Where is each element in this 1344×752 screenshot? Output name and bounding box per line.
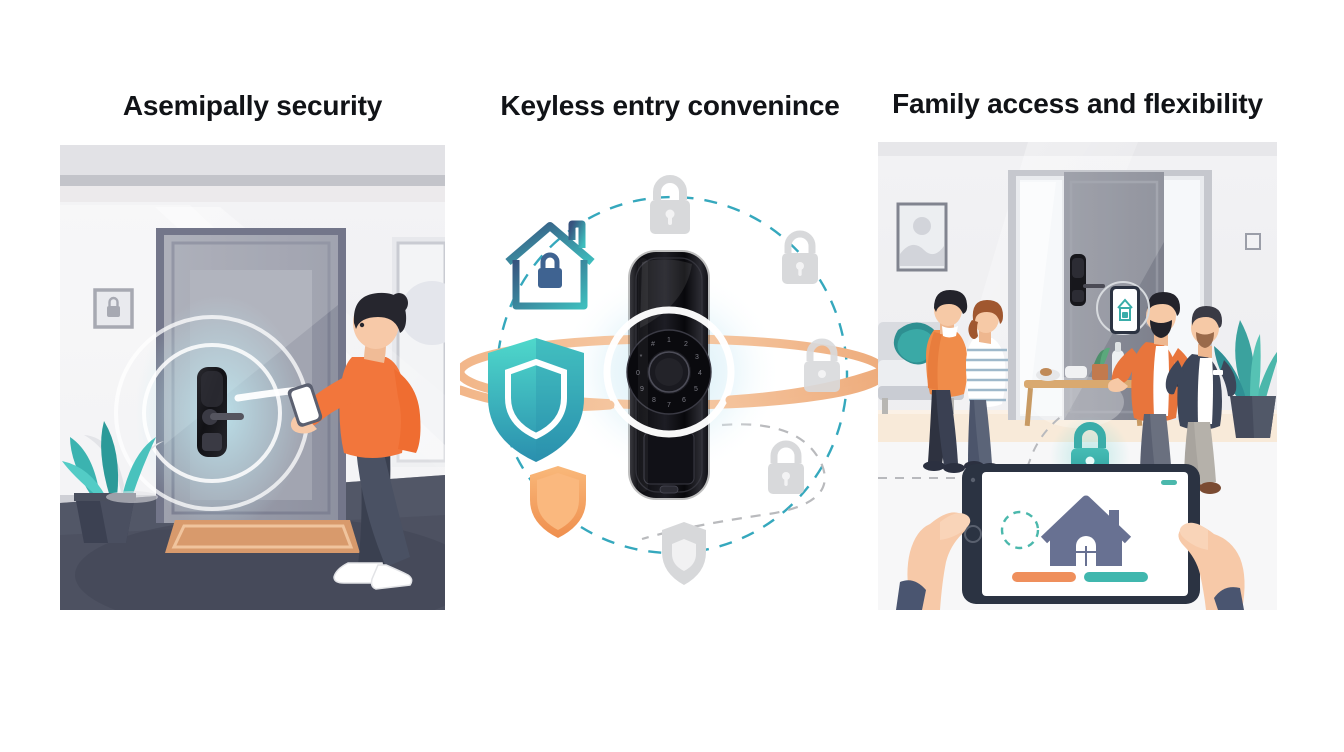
doormat-border — [171, 524, 354, 549]
signal-wave-inner — [142, 343, 282, 483]
svg-text:8: 8 — [652, 397, 656, 404]
grey-shield-icon-bottom — [662, 522, 706, 585]
svg-text:6: 6 — [682, 397, 686, 404]
tablet-status-bar — [1161, 480, 1177, 485]
lock-signal-halo — [1032, 376, 1124, 428]
tablet-device[interactable] — [962, 464, 1200, 604]
glow-ring — [603, 306, 735, 438]
panel-title-smart-home-security: Asemipally security — [122, 90, 383, 121]
grey-padlock-icon-lower-right — [768, 440, 804, 494]
panel2-svg: 123 456 789 0*# — [460, 150, 880, 605]
svg-text:1: 1 — [667, 337, 671, 344]
fingerprint-pad — [202, 433, 222, 451]
illustration-family-access — [878, 142, 1277, 610]
black-smart-lock — [1070, 254, 1105, 306]
panel-title-keyless-entry: Keyless entry convenince — [500, 90, 840, 121]
orange-pill-button[interactable] — [1012, 572, 1076, 582]
ceiling — [60, 145, 445, 175]
grey-padlock-icon-top — [650, 175, 690, 234]
ceiling-beam — [60, 175, 445, 186]
svg-text:*: * — [640, 354, 643, 361]
smart-lock-device: 123 456 789 0*# — [626, 250, 712, 500]
svg-text:0: 0 — [636, 370, 640, 377]
panel-title-family-access: Family access and flexibility — [892, 88, 1263, 119]
grey-dashed-path — [641, 423, 826, 541]
svg-text:9: 9 — [640, 386, 644, 393]
lock-icon-in-frame — [107, 296, 120, 317]
panel1-svg — [60, 145, 445, 610]
person-man-orange-sweater — [923, 290, 968, 473]
illustration-smart-home-security — [60, 145, 445, 610]
grey-padlock-icon-upper-right — [782, 230, 818, 284]
tablet-dashed-circle — [1000, 510, 1040, 550]
door-handle — [210, 413, 244, 420]
svg-text:3: 3 — [695, 354, 699, 361]
art-circle — [913, 217, 931, 235]
svg-text:5: 5 — [694, 386, 698, 393]
lock-screen — [201, 371, 223, 407]
svg-text:2: 2 — [684, 341, 688, 348]
potted-plant — [62, 421, 164, 543]
doormat — [165, 520, 360, 553]
orange-shield-icon — [530, 466, 586, 538]
right-hand-holding-tablet — [1178, 522, 1245, 610]
tablet-house-icon — [1040, 495, 1132, 566]
potted-plant-right — [1214, 320, 1277, 438]
ceiling-soffit — [60, 186, 445, 202]
left-hand-holding-tablet — [896, 512, 971, 610]
smartphone-with-house-lock-app[interactable] — [1096, 281, 1150, 335]
square-wall-switch[interactable] — [1245, 233, 1261, 250]
svg-text:7: 7 — [667, 402, 671, 409]
art-wave — [900, 244, 944, 266]
svg-text:#: # — [651, 341, 655, 348]
window-highlight — [400, 281, 445, 345]
svg-text:4: 4 — [698, 370, 702, 377]
teal-shield-icon — [488, 338, 584, 462]
glass-glare — [1020, 182, 1056, 414]
person-with-phone — [287, 292, 421, 590]
teal-pill-button[interactable] — [1084, 572, 1148, 582]
house-with-lock-icon — [505, 220, 595, 310]
grey-padlock-icon-right — [804, 338, 840, 392]
panel3-svg — [878, 142, 1277, 610]
